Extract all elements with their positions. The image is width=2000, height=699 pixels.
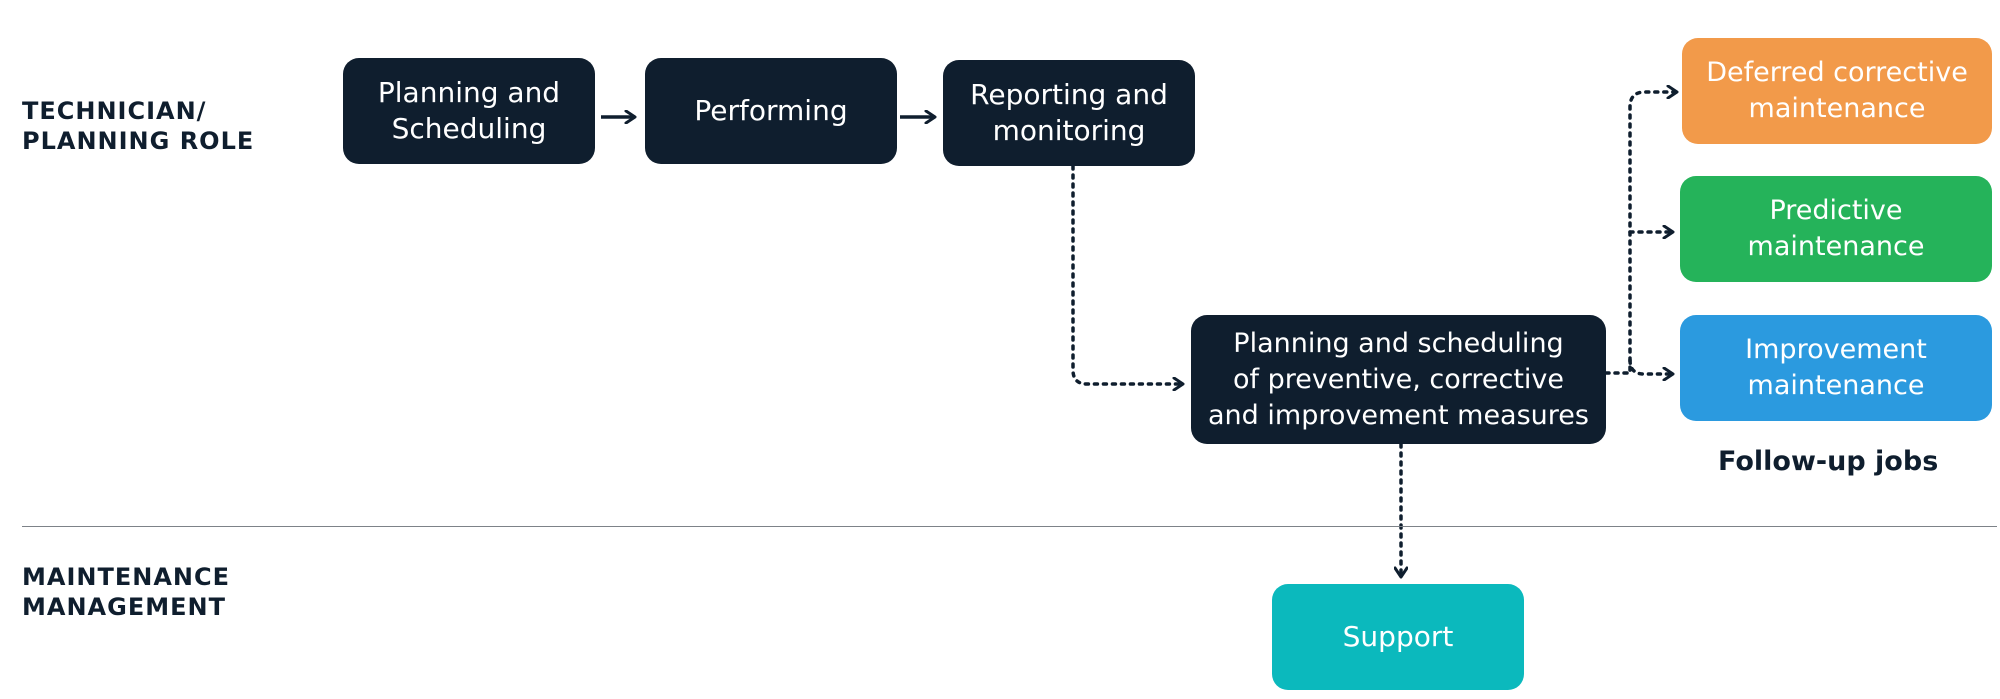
node-planning-measures: Planning and scheduling of preventive, c… [1191, 315, 1606, 444]
follow-up-jobs-label: Follow-up jobs [1718, 446, 1939, 477]
node-support: Support [1272, 584, 1524, 690]
lane-label-technician-planning: TECHNICIAN/ PLANNING ROLE [22, 97, 255, 155]
lane-label-maintenance-management: MAINTENANCE MANAGEMENT [22, 563, 230, 621]
node-planning-and-scheduling: Planning and Scheduling [343, 58, 595, 164]
node-performing: Performing [645, 58, 897, 164]
arrow-to-improvement [1628, 358, 1675, 374]
node-improvement-maintenance: Improvement maintenance [1680, 315, 1992, 421]
node-reporting-and-monitoring: Reporting and monitoring [943, 60, 1195, 166]
lane-divider [22, 526, 1997, 527]
node-predictive-maintenance: Predictive maintenance [1680, 176, 1992, 282]
arrow-reporting-to-planning-measures [1071, 164, 1185, 384]
node-deferred-corrective-maintenance: Deferred corrective maintenance [1682, 38, 1992, 144]
